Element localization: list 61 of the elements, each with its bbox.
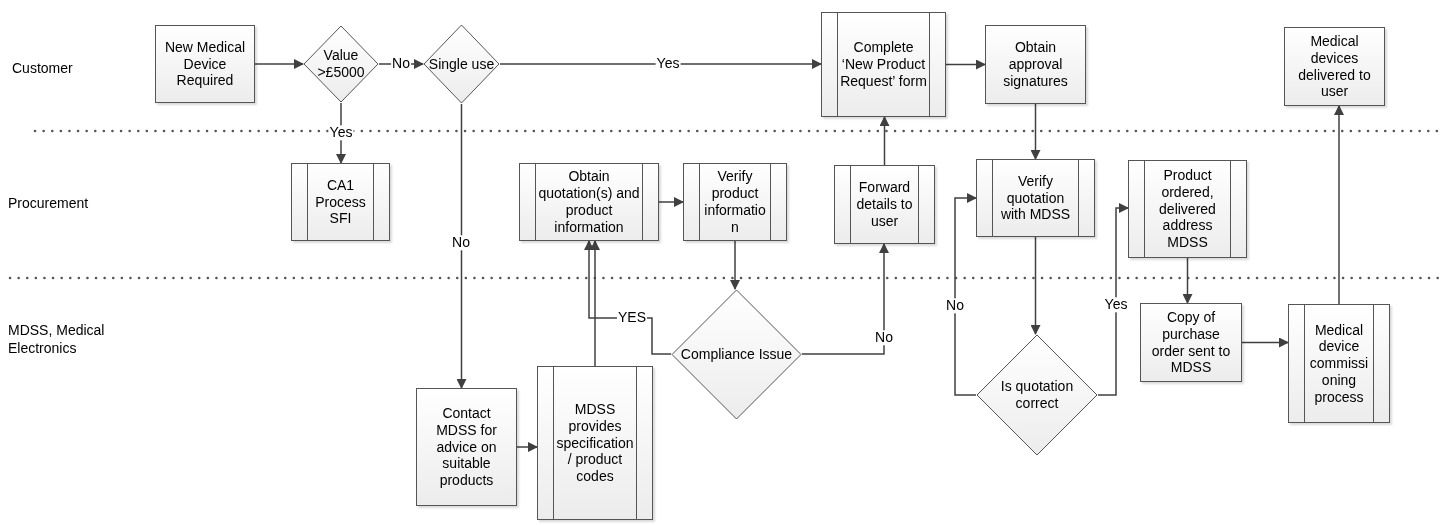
arrow: [1030, 103, 1041, 160]
arrow: [1334, 105, 1344, 305]
process-box: [985, 25, 1086, 104]
edge-label: No: [945, 298, 965, 314]
node-text: Obtain quotation(s) and product information: [537, 168, 641, 236]
subprocess-box: [519, 163, 659, 241]
subprocess-box: [683, 163, 787, 241]
lane-label: MDSS, Medical Electronics: [8, 322, 106, 357]
node-text: Is quotation correct: [999, 378, 1075, 412]
arrow: [516, 442, 538, 452]
decision-diamond: [976, 334, 1098, 456]
subprocess-box: [1288, 304, 1390, 423]
node-text: Medical devices delivered to user: [1297, 32, 1372, 101]
node-text: Obtain approval signatures: [1002, 39, 1069, 90]
arrow: [499, 59, 822, 69]
arrow: [254, 59, 304, 69]
subprocess-box: [834, 165, 935, 244]
arrow: [1030, 236, 1041, 335]
arrow: [590, 240, 600, 367]
arrow: [456, 103, 467, 389]
node-text: Complete ‘New Product Request’ form: [839, 39, 928, 90]
edge-label: No: [874, 330, 894, 346]
arrow: [1241, 337, 1289, 348]
arrow: [1182, 257, 1193, 304]
edge-label: No: [451, 235, 471, 251]
node-text: Product ordered, delivered address MDSS: [1158, 167, 1217, 251]
node-text: Contact MDSS for advice on suitable products: [435, 405, 498, 489]
arrow: [945, 59, 986, 70]
process-box: [1284, 27, 1385, 106]
arrow: [954, 193, 977, 396]
subprocess-box: [537, 366, 653, 520]
lane-label: Procurement: [8, 195, 90, 213]
node-text: Forward details to user: [855, 179, 914, 230]
arrow: [658, 197, 684, 207]
subprocess-box: [1128, 160, 1247, 258]
decision-diamond: [303, 25, 379, 103]
node-text: Compliance Issue: [680, 346, 793, 363]
node-text: CA1 Process SFI: [314, 176, 367, 228]
edge-label: Yes: [1103, 297, 1129, 313]
subprocess-box: [821, 12, 946, 117]
edge-label: Yes: [328, 125, 354, 141]
arrow: [879, 116, 890, 166]
process-box: [416, 388, 517, 506]
node-text: New Medical Device Required: [163, 38, 247, 90]
arrow: [730, 240, 740, 290]
node-text: Single use: [428, 55, 495, 73]
arrow: [1097, 203, 1129, 396]
subprocess-box: [291, 163, 390, 241]
subprocess-box: [976, 159, 1095, 237]
node-text: Value >£5000: [316, 47, 366, 81]
process-box: [155, 25, 255, 103]
node-text: Copy of purchase order sent to MDSS: [1150, 308, 1232, 377]
decision-diamond: [423, 24, 500, 104]
decision-diamond: [671, 289, 802, 420]
lane-label: Customer: [12, 60, 74, 78]
arrow: [801, 243, 889, 355]
node-text: MDSS provides specification/ product codes: [555, 401, 635, 485]
node-text: Verify product information: [703, 168, 767, 236]
process-box: [1140, 303, 1242, 382]
node-text: Verify quotation with MDSS: [999, 172, 1072, 224]
node-text: Medical device commissioning process: [1308, 321, 1370, 406]
